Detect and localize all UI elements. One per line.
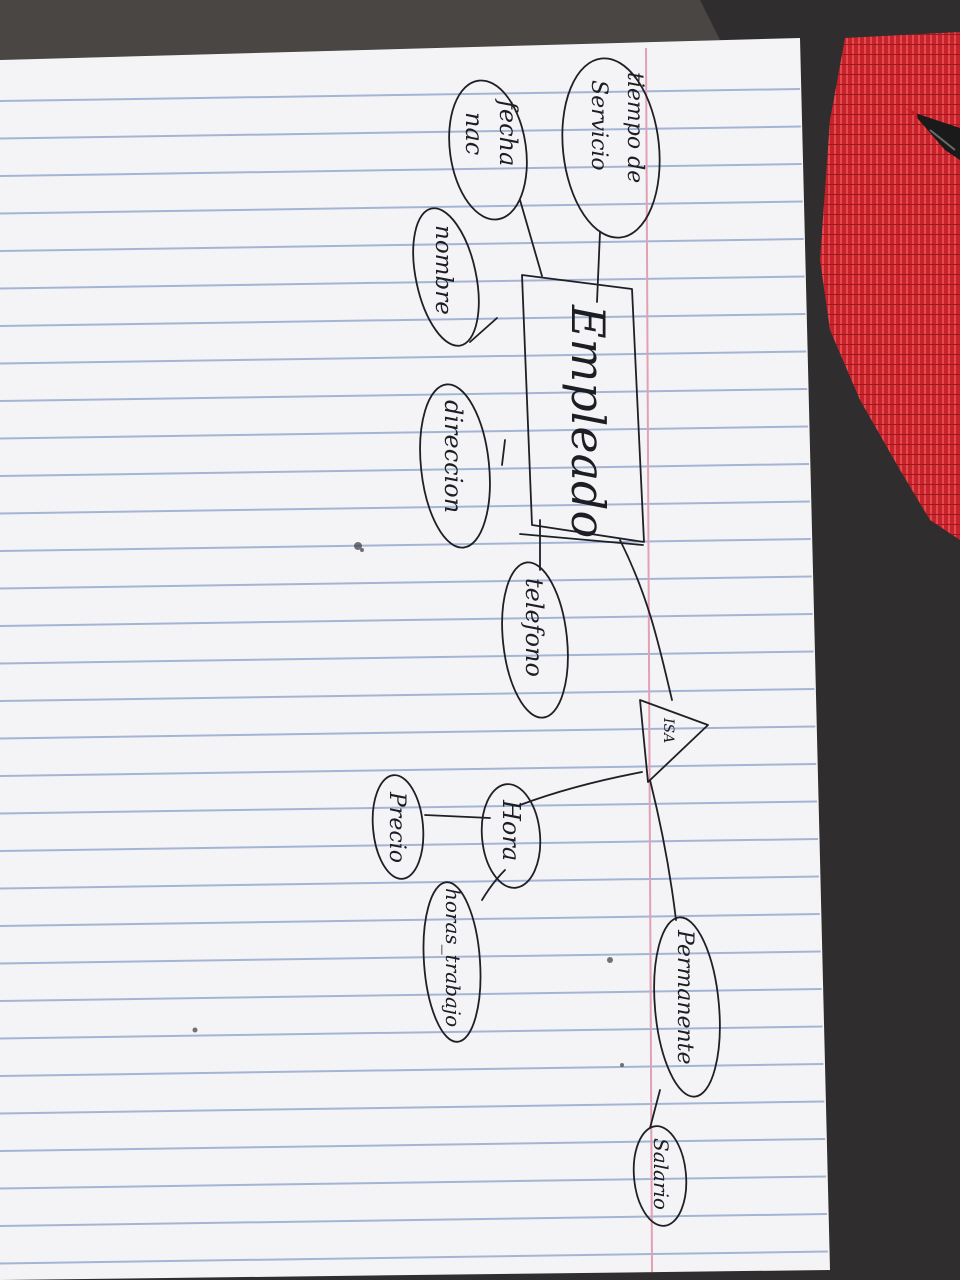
rule-line [0,1100,825,1115]
rule-line [0,388,808,402]
isa-triangle: ISA [639,699,709,783]
entity-empleado: Empleado [521,274,645,543]
red-mat [820,32,960,540]
entity-label: Empleado [561,304,615,538]
rule-line [0,613,813,627]
rule-line [0,575,812,590]
rule-line [0,125,801,140]
rule-line [0,463,810,477]
entity-box [521,274,645,543]
rule-line [0,425,809,440]
rule-line [0,313,806,327]
rule-line [0,950,821,965]
attr-horas-trabajo-label: horas_trabajo [441,888,465,1027]
rule-line [0,1175,827,1190]
subclass-permanente-label: Permanente [672,929,697,1065]
rule-line [0,538,811,552]
pen-icon [905,108,960,160]
rule-line [0,1025,823,1040]
rule-line [0,275,805,290]
rule-line [0,238,804,252]
attr-telefono-label: telefono [520,578,548,677]
attribute-tiempo-servicio: tiempo de Servicio [561,57,661,239]
rule-line [0,838,819,852]
attr-salario-label: Salario [649,1138,673,1210]
rule-line [0,350,807,365]
attr-fecha-line1: fecha [494,98,522,166]
attribute-salario: Salario [632,1125,688,1227]
rule-line [0,88,801,102]
rule-line [0,913,820,927]
attribute-precio: Precio [371,774,425,880]
rule-line [0,688,815,702]
rule-line [0,650,814,665]
rule-line [0,725,816,740]
rule-line [0,988,822,1002]
attr-tiempo-line1: tiempo de [622,72,647,183]
attr-direccion-label: direccion [439,400,467,513]
connectors [424,199,677,1129]
rule-line [0,1213,828,1227]
subclass-hora: Hora [480,783,542,889]
rule-line [0,1063,824,1077]
paper-sheet [0,38,830,1280]
rule-line [0,1138,826,1152]
ruled-lines [0,88,828,1265]
rule-line [0,763,817,777]
attribute-nombre: nombre [412,207,480,347]
rule-line [0,163,802,177]
attribute-fecha-nac: fecha nac [448,79,528,221]
attr-precio-label: Precio [384,791,409,863]
attribute-direccion: direccion [419,383,491,549]
attribute-horas-trabajo: horas_trabajo [422,881,482,1043]
attr-tiempo-line2: Servicio [586,80,611,171]
rule-line [0,500,810,515]
attr-fecha-line2: nac [460,112,488,155]
ink-smudges [192,542,624,1067]
attribute-telefono: telefono [501,561,569,719]
subclass-permanente: Permanente [653,916,721,1098]
rule-line [0,1250,828,1265]
rule-line [0,800,818,815]
isa-label: ISA [660,717,676,743]
margin-line [645,47,653,1273]
desk-top-strip [0,0,720,60]
rule-line [0,875,819,890]
rule-line [0,200,803,215]
subclass-hora-label: Hora [497,799,525,861]
attr-nombre-label: nombre [430,225,456,315]
